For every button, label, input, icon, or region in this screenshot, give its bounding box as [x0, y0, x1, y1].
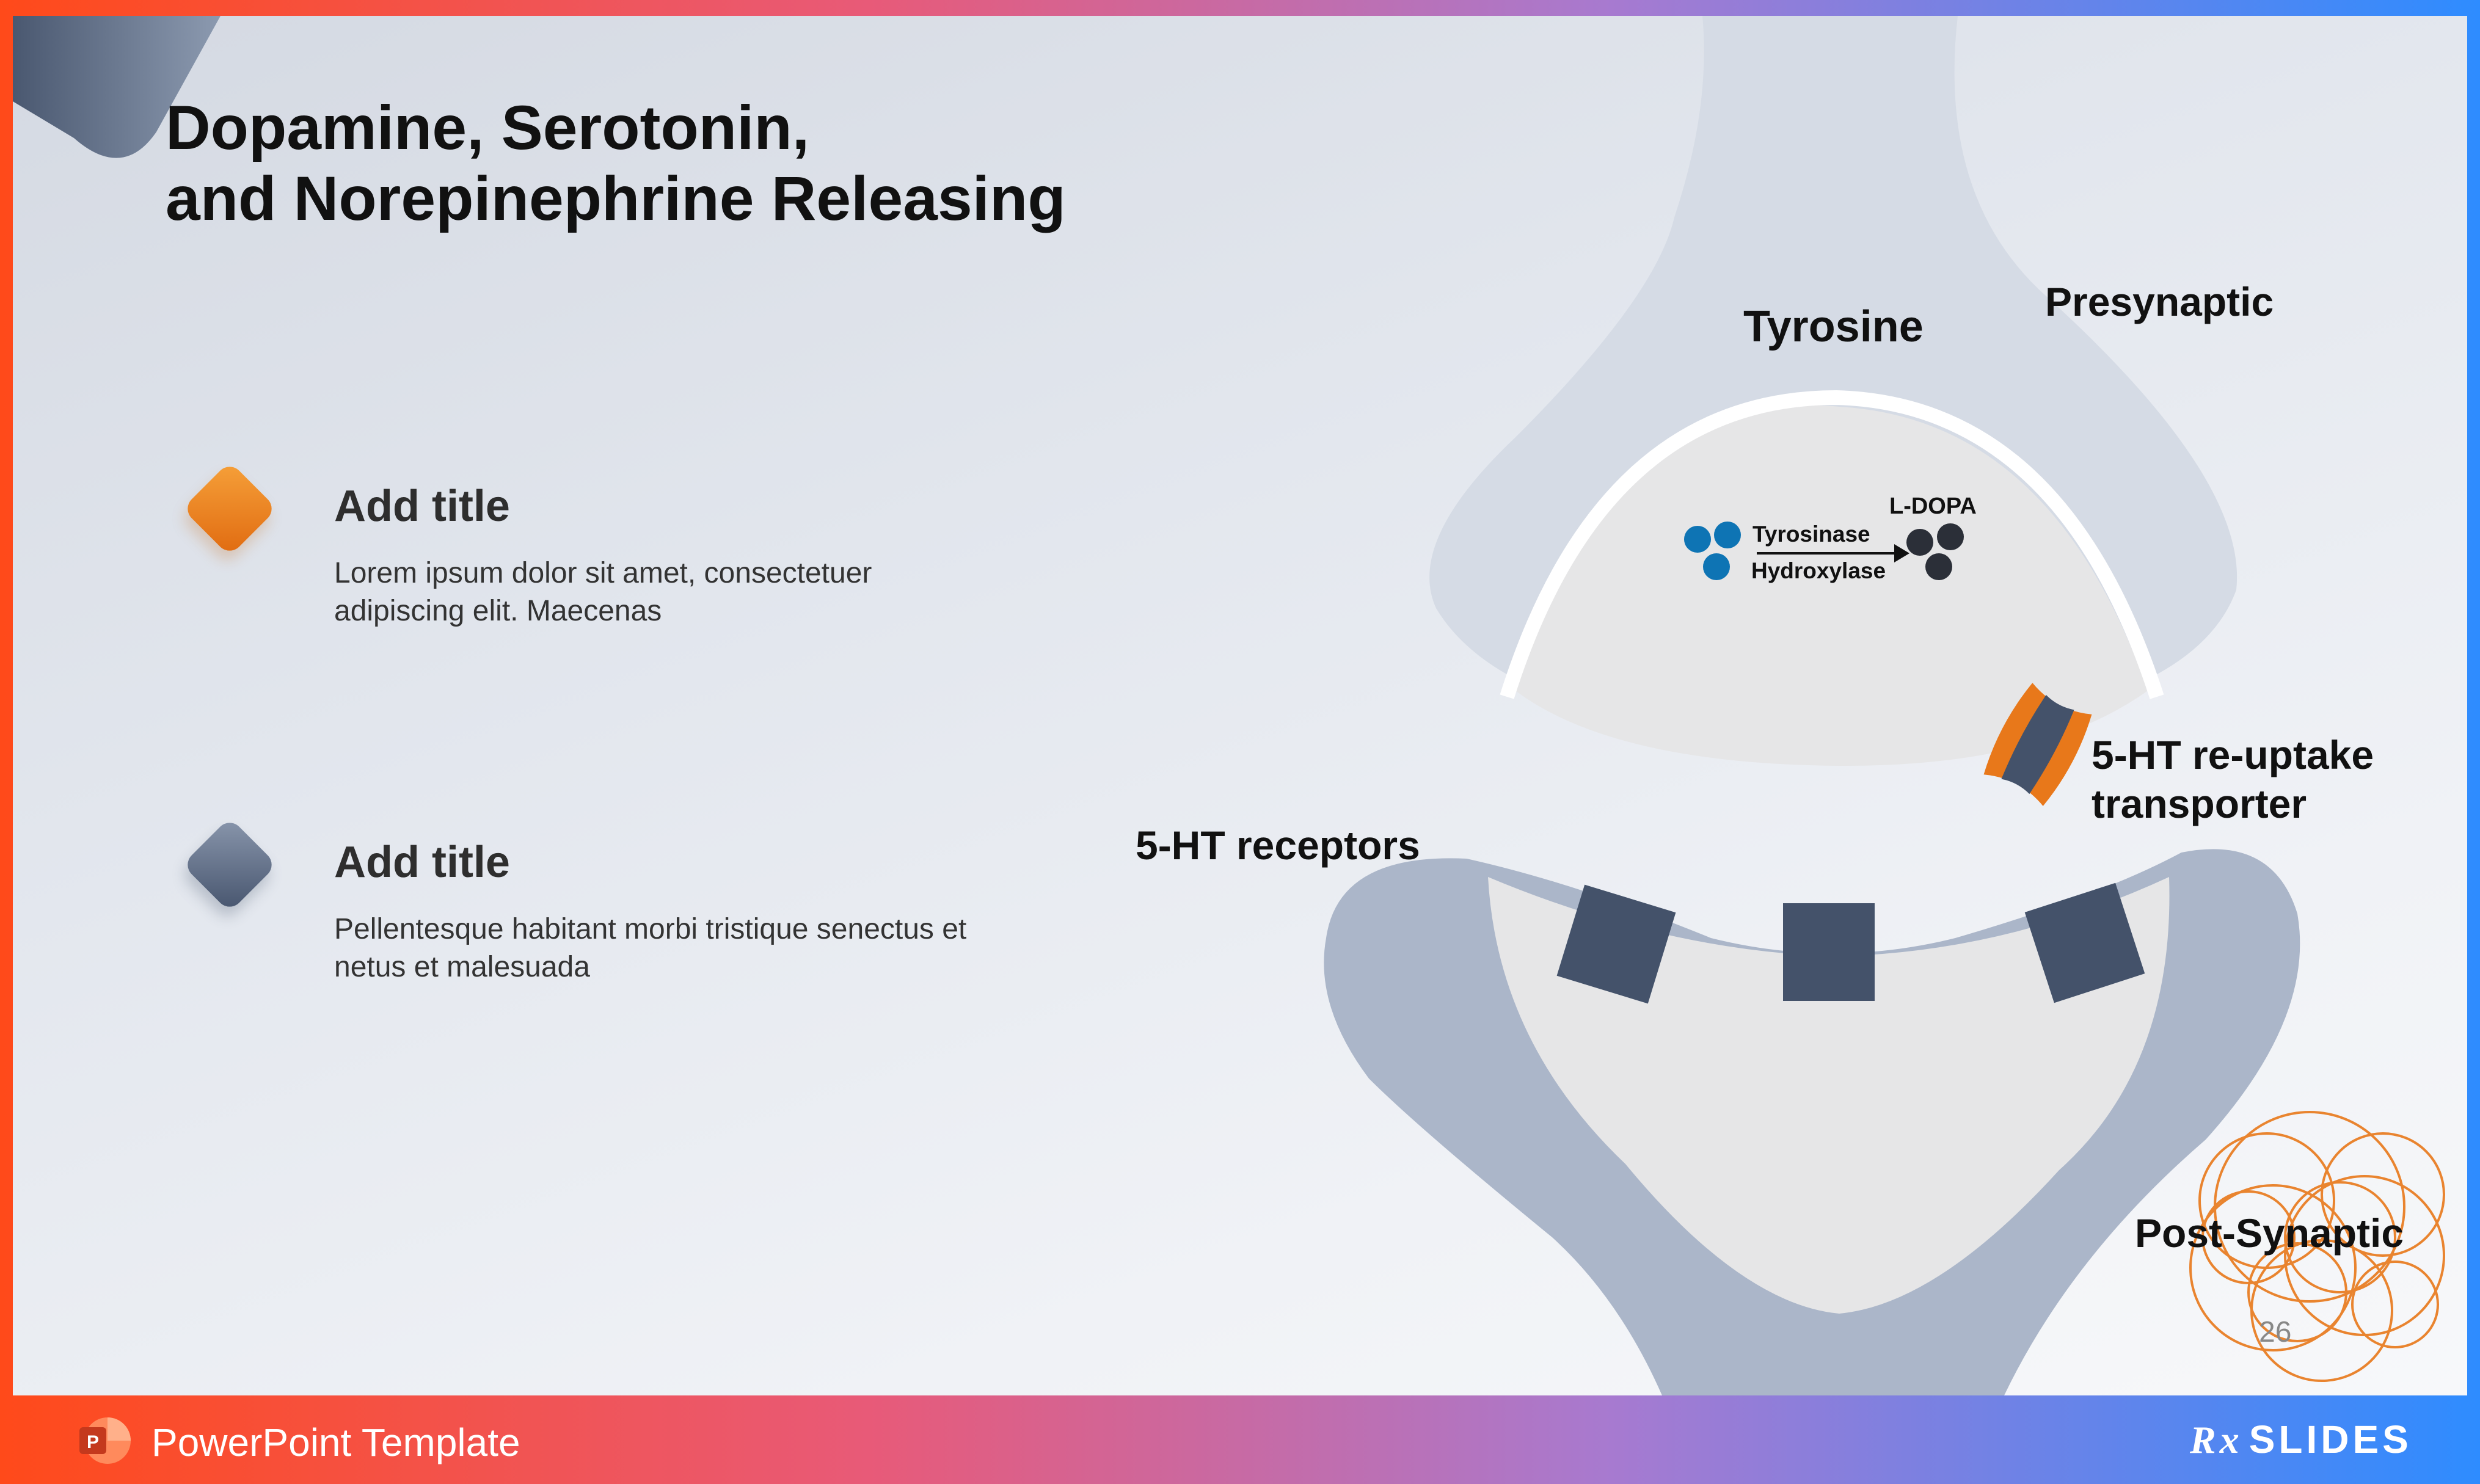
- logo-rx: Rx: [2190, 1418, 2243, 1461]
- l-dopa-molecule: [1937, 523, 1964, 550]
- enzyme-label-line-2: Hydroxylase: [1751, 558, 1886, 584]
- slide: Dopamine, Serotonin, and Norepinephrine …: [13, 16, 2467, 1395]
- tyrosine-molecule: [1703, 553, 1730, 580]
- enzyme-label-line-1: Tyrosinase: [1752, 522, 1870, 547]
- tyrosine-molecule: [1714, 522, 1741, 548]
- powerpoint-icon: P: [76, 1414, 134, 1468]
- transporter-label-line-2: transporter: [2092, 780, 2307, 827]
- l-dopa-molecule: [1906, 529, 1933, 556]
- l-dopa-label: L-DOPA: [1889, 493, 1977, 520]
- synapse-diagram: [13, 16, 2467, 1395]
- footer-label: PowerPoint Template: [151, 1420, 520, 1465]
- presynaptic-label: Presynaptic: [2045, 278, 2274, 325]
- receptors-label: 5-HT receptors: [1136, 822, 1420, 868]
- tyrosine-label: Tyrosine: [1743, 302, 1924, 352]
- page-number: 26: [2259, 1315, 2291, 1349]
- tyrosine-molecule: [1684, 526, 1711, 553]
- transporter-label-line-1: 5-HT re-uptake: [2092, 732, 2374, 778]
- logo-text: SLIDES: [2249, 1417, 2412, 1461]
- svg-text:P: P: [87, 1432, 99, 1452]
- l-dopa-molecule: [1925, 553, 1952, 580]
- receptor-2: [1783, 903, 1875, 1001]
- post-synaptic-label: Post-Synaptic: [2135, 1210, 2404, 1256]
